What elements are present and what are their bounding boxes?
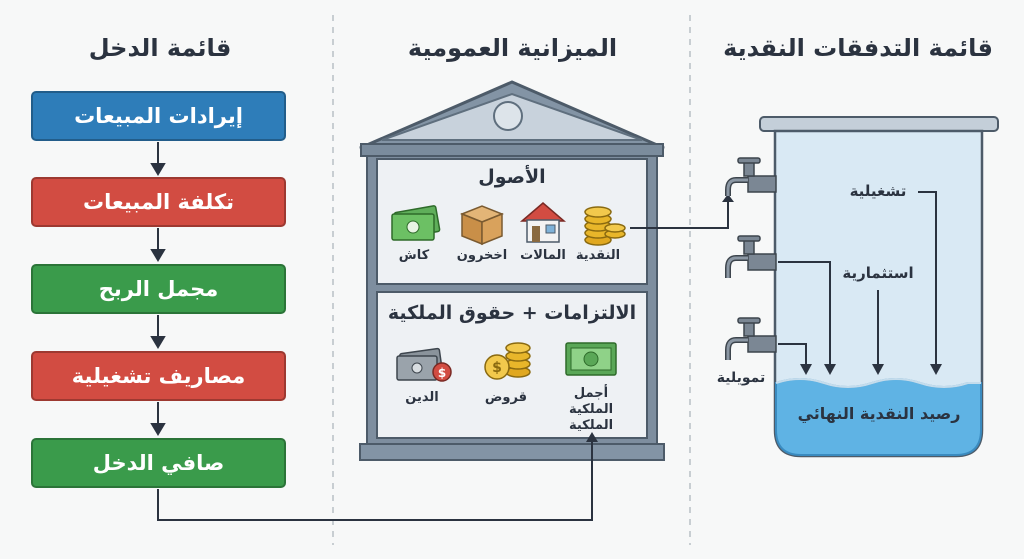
step-cost-of-sales: تكلفة المبيعات bbox=[31, 177, 286, 227]
house-icon bbox=[519, 202, 567, 243]
step-sales-revenue: إيرادات المبيعات bbox=[31, 91, 286, 141]
flow-label-investing: استثمارية bbox=[842, 264, 914, 282]
asset-label-property: المالات bbox=[520, 248, 566, 263]
tank-flow-arrows bbox=[778, 191, 937, 366]
coin-dollar-icon: $ bbox=[484, 342, 531, 380]
asset-label-cash-equivalents: النقدية bbox=[575, 248, 621, 263]
cash-icon bbox=[391, 205, 441, 241]
svg-text:$: $ bbox=[438, 366, 446, 380]
liability-label-loans: قروض bbox=[484, 390, 528, 405]
liability-label-debt: الدين bbox=[405, 390, 439, 405]
faucet-icon-top bbox=[725, 157, 777, 196]
banknote-icon bbox=[565, 342, 617, 376]
liabilities-equity-title: الالتزامات + حقوق الملكية bbox=[387, 302, 637, 324]
step-operating-expenses: مصاريف تشغيلية bbox=[31, 351, 286, 401]
svg-text:$: $ bbox=[492, 360, 502, 376]
step-gross-profit: مجمل الربح bbox=[31, 264, 286, 314]
tank-flow-arrowheads bbox=[800, 364, 942, 375]
assets-title: الأصول bbox=[478, 166, 546, 188]
assets-to-cashflow-connector bbox=[630, 198, 729, 229]
connector-arrowhead bbox=[722, 194, 734, 202]
coins-icon bbox=[584, 206, 626, 246]
balance-sheet-title: الميزانية العمومية bbox=[407, 34, 618, 62]
income-statement-title: قائمة الدخل bbox=[88, 34, 232, 62]
asset-label-cash: كاش bbox=[398, 248, 430, 263]
flow-label-operating: تشغيلية bbox=[849, 182, 907, 200]
income-flow-arrows bbox=[150, 142, 166, 436]
liability-label-equity: أجمل الملكية الملكية bbox=[568, 386, 614, 433]
equity-arrowhead bbox=[586, 432, 598, 442]
box-icon bbox=[459, 205, 505, 246]
asset-label-other: اخخرون bbox=[456, 248, 508, 263]
flow-label-financing: تمويلية bbox=[716, 370, 766, 386]
debt-cash-icon: $ bbox=[396, 347, 452, 382]
cash-flow-title: قائمة التدفقات النقدية bbox=[723, 34, 993, 62]
ending-cash-balance-label: رصيد النقدية النهائي bbox=[797, 404, 961, 423]
faucet-icon-middle bbox=[725, 235, 777, 278]
step-net-income: صافي الدخل bbox=[31, 438, 286, 488]
faucet-icon-bottom bbox=[725, 317, 777, 360]
net-income-to-equity-connector bbox=[157, 438, 593, 521]
